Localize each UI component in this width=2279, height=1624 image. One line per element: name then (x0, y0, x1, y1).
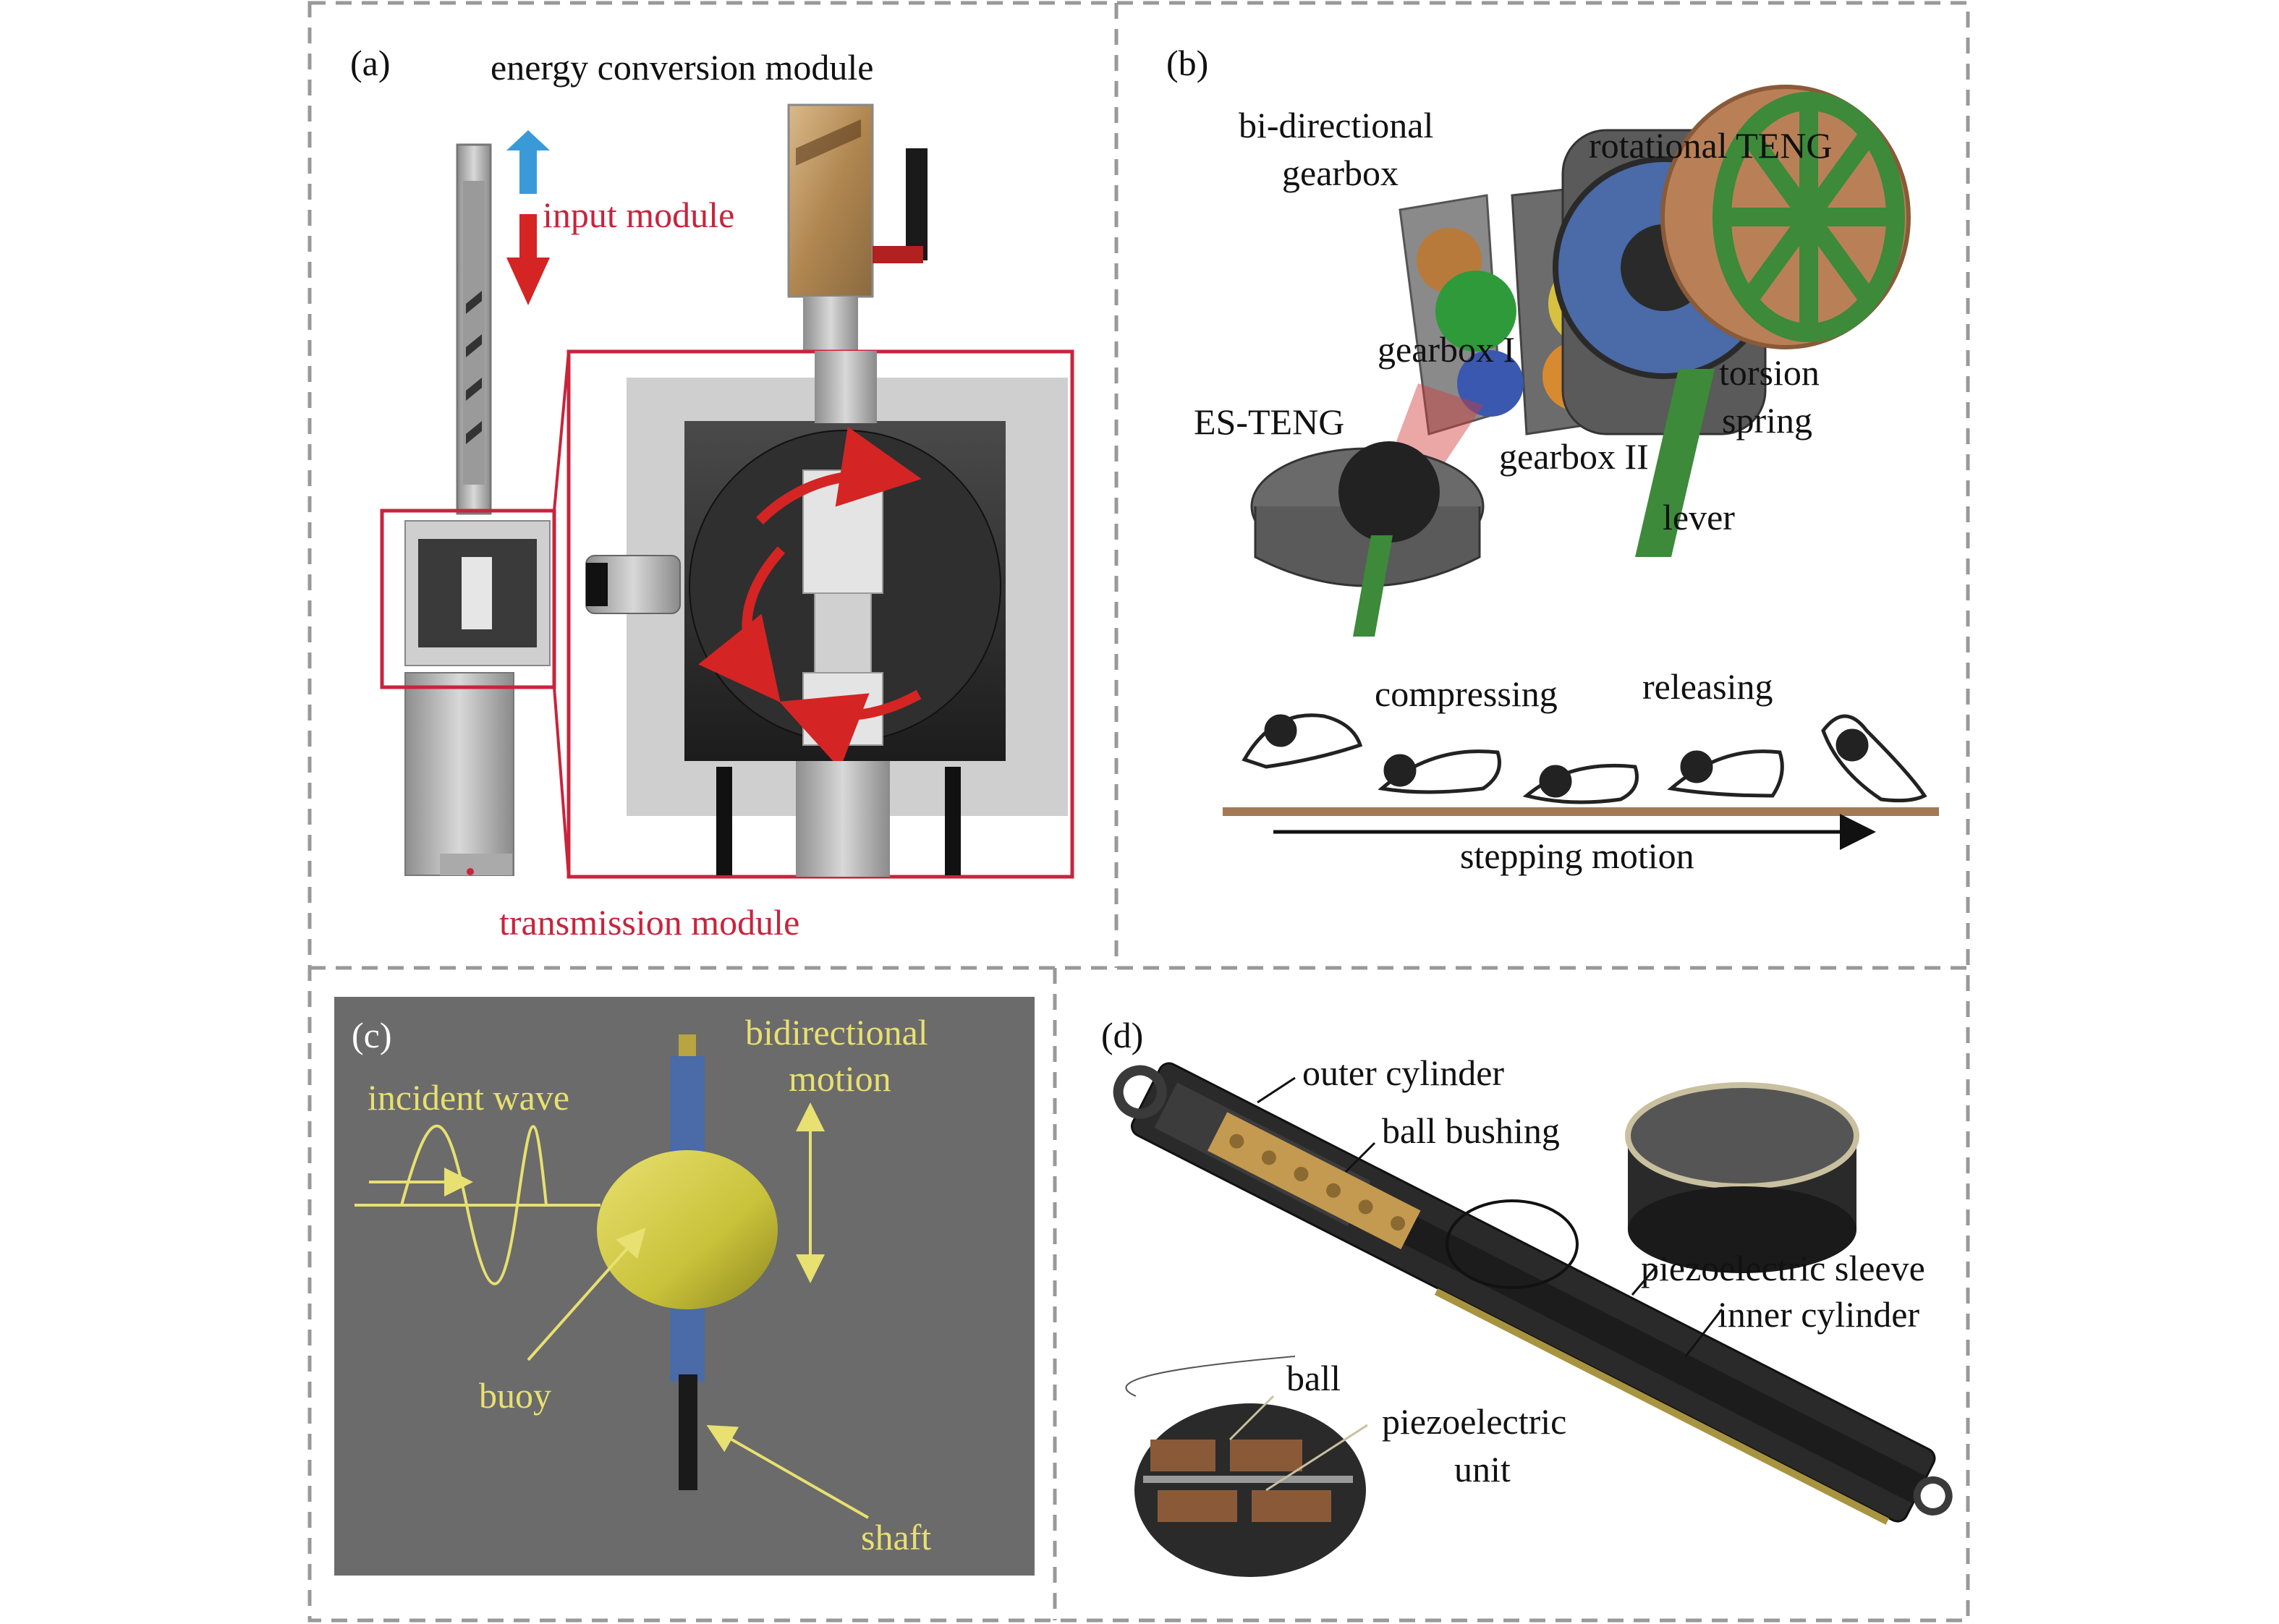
rotational-teng-label: rotational TENG (1589, 125, 1833, 166)
gearbox-1-label: gearbox I (1378, 329, 1515, 370)
outer-cylinder-label: outer cylinder (1302, 1053, 1504, 1093)
panel-b-tag: (b) (1166, 43, 1208, 83)
ground-line (1223, 807, 1939, 816)
up-arrow-icon (506, 130, 550, 194)
incident-wave-label: incident wave (368, 1077, 569, 1118)
ball-bushing-label: ball bushing (1382, 1110, 1560, 1151)
transmission-highlight-small (380, 509, 556, 689)
energy-conversion-module-label: energy conversion module (491, 47, 874, 88)
piezoelectric-sleeve-label: piezoelectric sleeve (1641, 1248, 1925, 1288)
torsion-spring-label-2: spring (1722, 400, 1812, 441)
shaft-rod (679, 1374, 697, 1490)
piezoelectric-unit-label-1: piezoelectric (1382, 1401, 1566, 1442)
piezoelectric-unit-label-2: unit (1454, 1449, 1511, 1489)
panel-d-tag: (d) (1101, 1015, 1143, 1055)
buoy-label: buoy (479, 1375, 551, 1416)
panel-d: (d) outer cylinder ball bushing piezoele… (1101, 1015, 1953, 1577)
panel-a-tag: (a) (350, 43, 391, 83)
es-teng-label: ES-TENG (1194, 401, 1344, 442)
down-arrow-icon (506, 214, 550, 305)
torsion-spring-label-1: torsion (1719, 352, 1820, 393)
bidirectional-motion-label-2: motion (789, 1058, 891, 1099)
shaft-label: shaft (861, 1517, 931, 1557)
ball-bushing-shape (1208, 1112, 1421, 1249)
inner-cylinder-label: inner cylinder (1718, 1294, 1919, 1335)
panel-c: (c) bidirectional motion incident wave b… (334, 997, 1035, 1576)
input-module-label: input module (543, 195, 734, 235)
buoy-shape (597, 1150, 778, 1309)
stepping-motion-label: stepping motion (1460, 836, 1694, 876)
releasing-label: releasing (1642, 666, 1773, 707)
gearbox-2-label: gearbox II (1499, 436, 1649, 477)
panel-b: (b) bi-directional gearbox rotational TE… (1166, 43, 1939, 876)
panel-c-tag: (c) (352, 1015, 392, 1055)
compressing-label: compressing (1375, 673, 1558, 714)
bidirectional-gearbox-label-2: gearbox (1282, 153, 1399, 193)
transmission-module-label: transmission module (499, 902, 799, 943)
panel-a: (a) energy conversion module input modul… (350, 43, 1074, 943)
panel-borders (307, 1, 1970, 1623)
lever-shape (1635, 369, 1715, 557)
incident-wave-curve (400, 1124, 548, 1285)
bidirectional-motion-label-1: bidirectional (745, 1012, 928, 1053)
ball-label: ball (1286, 1358, 1341, 1398)
shoe-sequence (1242, 713, 1927, 804)
lever-label: lever (1663, 497, 1735, 537)
bidirectional-gearbox-label-1: bi-directional (1239, 105, 1433, 145)
